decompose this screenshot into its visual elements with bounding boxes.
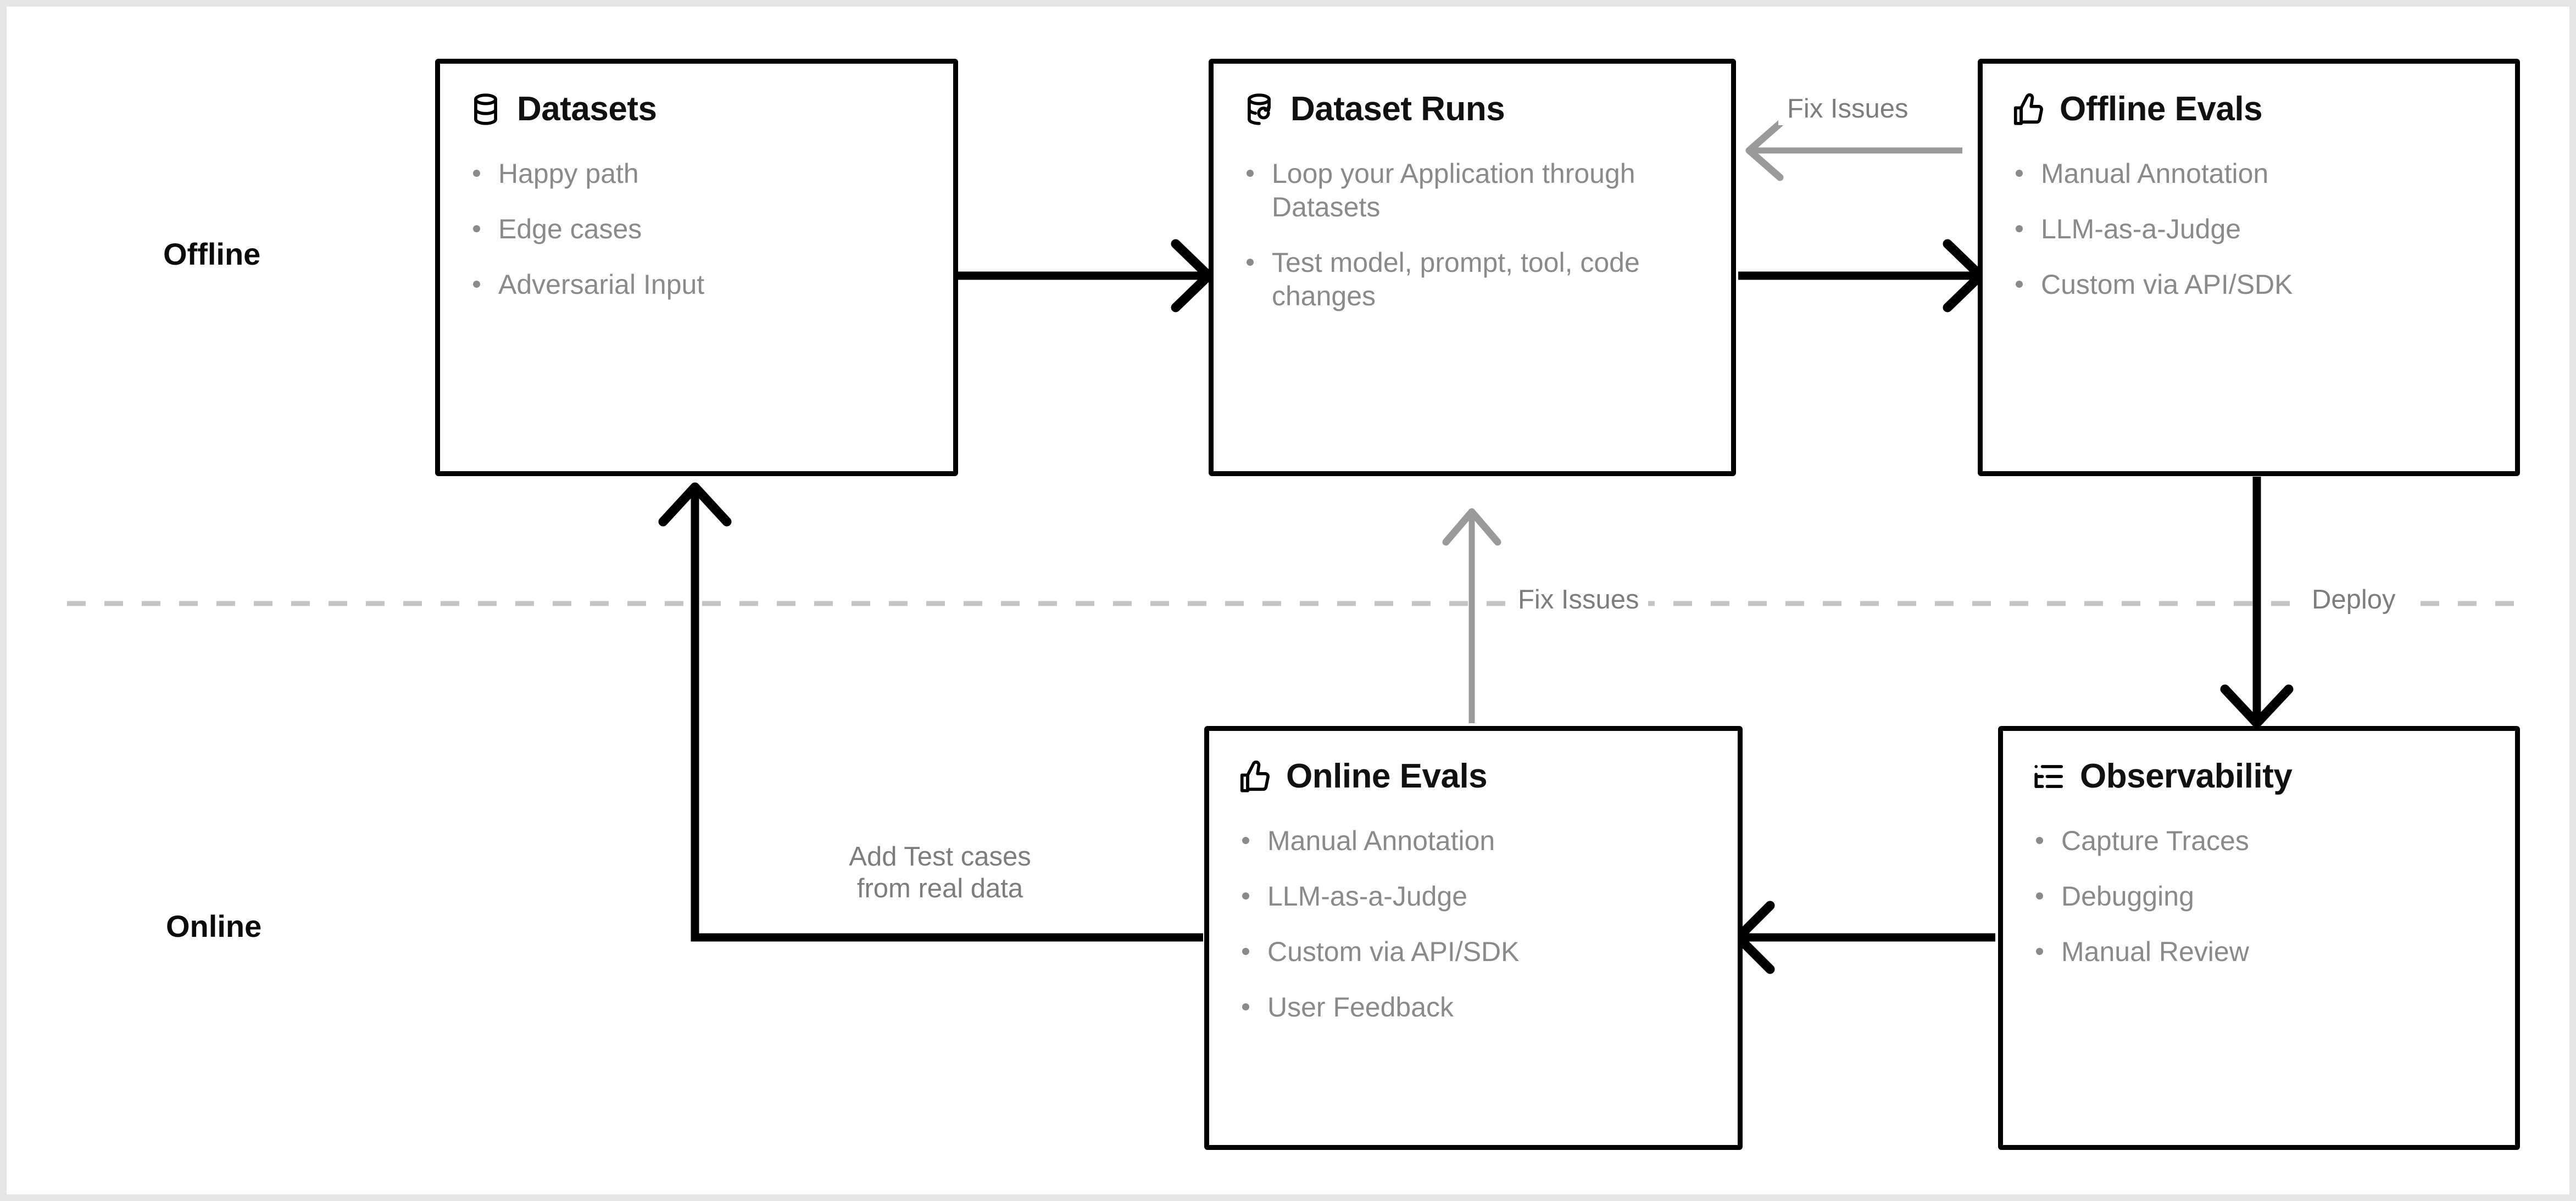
bullet-list: Capture Traces Debugging Manual Review: [2032, 824, 2489, 969]
list-item: Capture Traces: [2032, 824, 2489, 858]
bullet-list: Manual Annotation LLM-as-a-Judge Custom …: [1238, 824, 1711, 1024]
arrow-dataset-runs-to-offline-evals: [1738, 239, 1985, 312]
node-header: Dataset Runs: [1242, 92, 1705, 126]
list-item: Custom via API/SDK: [1238, 935, 1711, 969]
bullet-list: Loop your Application through Datasets T…: [1242, 157, 1705, 313]
arrow-fix-issues-online-evals-to-dataset-runs: [1442, 508, 1501, 723]
edge-label-add-test-cases: Add Test cases from real data: [813, 841, 1067, 905]
edge-label-fix-issues-top: Fix Issues: [1778, 93, 1917, 125]
list-item: Manual Annotation: [1238, 824, 1711, 858]
database-refresh-icon: [1242, 92, 1276, 126]
lane-label-offline: Offline: [163, 237, 261, 271]
node-dataset-runs[interactable]: Dataset Runs Loop your Application throu…: [1209, 59, 1736, 476]
database-icon: [469, 92, 503, 126]
node-title: Online Evals: [1286, 757, 1488, 795]
lane-label-online: Online: [166, 909, 262, 943]
list-item: LLM-as-a-Judge: [2011, 213, 2489, 246]
node-header: Online Evals: [1238, 759, 1711, 794]
node-online-evals[interactable]: Online Evals Manual Annotation LLM-as-a-…: [1204, 726, 1743, 1150]
node-title: Datasets: [517, 90, 657, 128]
edge-label-fix-issues-middle: Fix Issues: [1509, 584, 1648, 616]
list-tree-icon: [2032, 759, 2066, 794]
list-item: Loop your Application through Datasets: [1242, 157, 1705, 224]
arrow-observability-to-online-evals: [1733, 901, 1995, 974]
node-header: Datasets: [469, 92, 927, 126]
edge-label-line-1: Add Test cases: [849, 842, 1031, 872]
node-offline-evals[interactable]: Offline Evals Manual Annotation LLM-as-a…: [1978, 59, 2520, 476]
list-item: Manual Annotation: [2011, 157, 2489, 191]
list-item: Edge cases: [469, 213, 927, 246]
node-title: Offline Evals: [2060, 90, 2263, 128]
list-item: LLM-as-a-Judge: [1238, 880, 1711, 913]
arrow-deploy-offline-evals-to-observability: [2220, 477, 2294, 728]
arrow-datasets-to-dataset-runs: [958, 239, 1214, 312]
node-title: Observability: [2080, 757, 2293, 795]
list-item: Test model, prompt, tool, code changes: [1242, 246, 1705, 313]
edge-label-line-2: from real data: [856, 873, 1023, 903]
list-item: Happy path: [469, 157, 927, 191]
node-datasets[interactable]: Datasets Happy path Edge cases Adversari…: [435, 59, 958, 476]
node-observability[interactable]: Observability Capture Traces Debugging M…: [1998, 726, 2520, 1150]
node-header: Observability: [2032, 759, 2489, 794]
bullet-list: Manual Annotation LLM-as-a-Judge Custom …: [2011, 157, 2489, 301]
bullet-list: Happy path Edge cases Adversarial Input: [469, 157, 927, 301]
edge-label-deploy: Deploy: [2303, 584, 2405, 616]
list-item: Manual Review: [2032, 935, 2489, 969]
node-title: Dataset Runs: [1290, 90, 1505, 128]
list-item: Custom via API/SDK: [2011, 268, 2489, 301]
list-item: Debugging: [2032, 880, 2489, 913]
node-header: Offline Evals: [2011, 92, 2489, 126]
list-item: User Feedback: [1238, 991, 1711, 1024]
list-item: Adversarial Input: [469, 268, 927, 301]
thumbs-up-icon: [1238, 759, 1272, 794]
arrow-fix-issues-top: [1745, 120, 1962, 181]
thumbs-up-icon: [2011, 92, 2045, 126]
